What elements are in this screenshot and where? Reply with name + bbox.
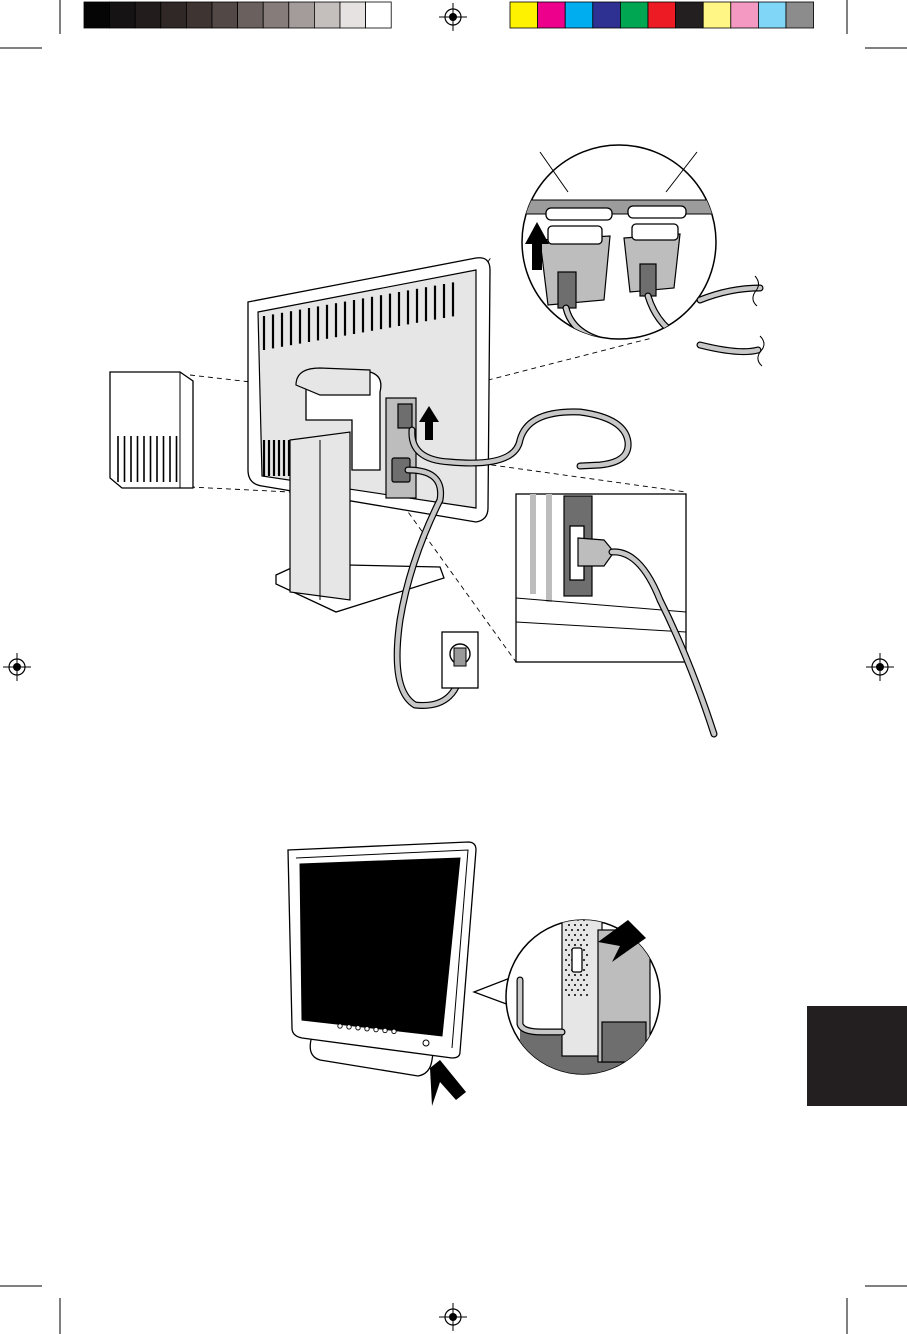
power-switch-diagram (288, 842, 660, 1106)
gray-swatch (84, 2, 110, 28)
ac-adapter-box (110, 372, 193, 488)
wall-outlet (442, 632, 478, 688)
gray-swatch (340, 2, 366, 28)
gray-swatch (366, 2, 392, 28)
arrow-pointer-icon (430, 1060, 466, 1106)
cable-connection-diagram (110, 145, 764, 734)
color-swatch (593, 2, 621, 28)
gray-swatch (186, 2, 212, 28)
registration-target-icon (866, 653, 894, 681)
gray-swatch (314, 2, 340, 28)
color-swatch (703, 2, 731, 28)
gray-swatch (110, 2, 136, 28)
color-swatch (565, 2, 593, 28)
gray-swatch (212, 2, 238, 28)
registration-target-icon (439, 3, 467, 31)
gray-swatch (161, 2, 187, 28)
color-swatch (676, 2, 704, 28)
monitor-front (288, 842, 476, 1106)
registration-target-icon (439, 1303, 467, 1331)
color-swatch (731, 2, 759, 28)
registration-target-icon (3, 653, 31, 681)
color-swatch (620, 2, 648, 28)
power-cord-closeup (516, 494, 714, 734)
signal-connector-closeup (520, 145, 764, 366)
color-swatch-bar (510, 2, 814, 28)
power-switch-closeup (474, 916, 660, 1080)
color-swatch (648, 2, 676, 28)
gray-swatch (135, 2, 161, 28)
gray-swatch (289, 2, 315, 28)
section-tab (807, 1006, 907, 1106)
gray-swatch (263, 2, 289, 28)
gray-swatch (238, 2, 264, 28)
color-swatch (510, 2, 538, 28)
color-swatch (786, 2, 814, 28)
color-swatch (538, 2, 566, 28)
color-swatch (758, 2, 786, 28)
gray-swatch-bar (84, 2, 391, 28)
